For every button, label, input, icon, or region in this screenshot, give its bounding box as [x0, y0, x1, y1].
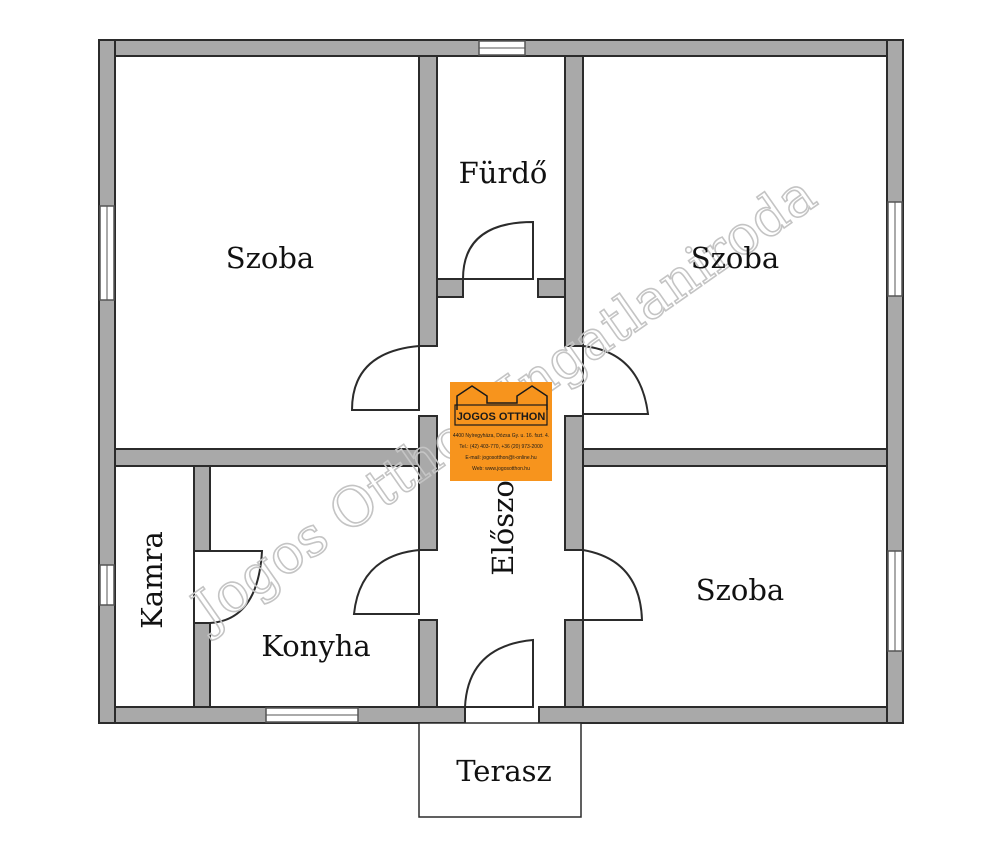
door-top-right-room — [582, 344, 650, 415]
label-szoba-top-right: Szoba — [691, 241, 779, 275]
windows — [99, 40, 903, 723]
logo-email: E-mail: jogosotthon@t-online.hu — [465, 455, 536, 461]
door-entrance — [463, 638, 534, 708]
logo-title-frame — [454, 404, 548, 426]
label-kamra: Kamra — [135, 531, 169, 629]
wall-room-divider-left — [114, 448, 420, 467]
wall-pantry-lower — [193, 622, 211, 708]
door-pantry — [193, 550, 264, 624]
wall-pantry-upper — [193, 465, 211, 552]
wall-south-right — [538, 706, 904, 724]
label-szoba-bottom-right: Szoba — [696, 573, 784, 607]
wall-corridor-left-upper — [418, 55, 438, 347]
label-furdo: Fürdő — [459, 156, 548, 190]
label-konyha: Konyha — [261, 629, 370, 663]
wall-corridor-right-lower — [564, 619, 584, 708]
label-szoba-top-left: Szoba — [226, 241, 314, 275]
wall-corridor-left-lower — [418, 619, 438, 708]
door-top-left-room — [350, 344, 420, 411]
wall-bath-stub-right — [537, 278, 566, 298]
agency-logo: JOGOS OTTHON 4400 Nyíregyháza, Dózsa Gy.… — [450, 382, 552, 481]
doors — [193, 220, 650, 708]
logo-address: 4400 Nyíregyháza, Dózsa Gy. u. 16. fszt.… — [453, 433, 549, 439]
wall-bath-stub-left — [436, 278, 464, 298]
door-bathroom — [461, 220, 534, 280]
interior-walls — [114, 55, 888, 708]
logo-phone: Tel.: (42) 403-770, +36 (20) 973-2000 — [459, 444, 542, 450]
door-bottom-right-room — [582, 548, 644, 621]
wall-corridor-right-middle — [564, 415, 584, 551]
wall-room-divider-right — [582, 448, 888, 467]
label-terasz: Terasz — [456, 754, 552, 788]
wall-corridor-left-middle — [418, 415, 438, 551]
logo-title: JOGOS OTTHON — [457, 411, 546, 423]
wall-corridor-right-upper — [564, 55, 584, 347]
wall-west — [98, 39, 116, 724]
terrace-outline — [418, 722, 582, 818]
logo-house-outline-icon — [456, 385, 548, 410]
door-kitchen — [352, 548, 420, 615]
logo-web: Web: www.jogosotthon.hu — [472, 466, 530, 472]
logo-background — [450, 382, 552, 481]
